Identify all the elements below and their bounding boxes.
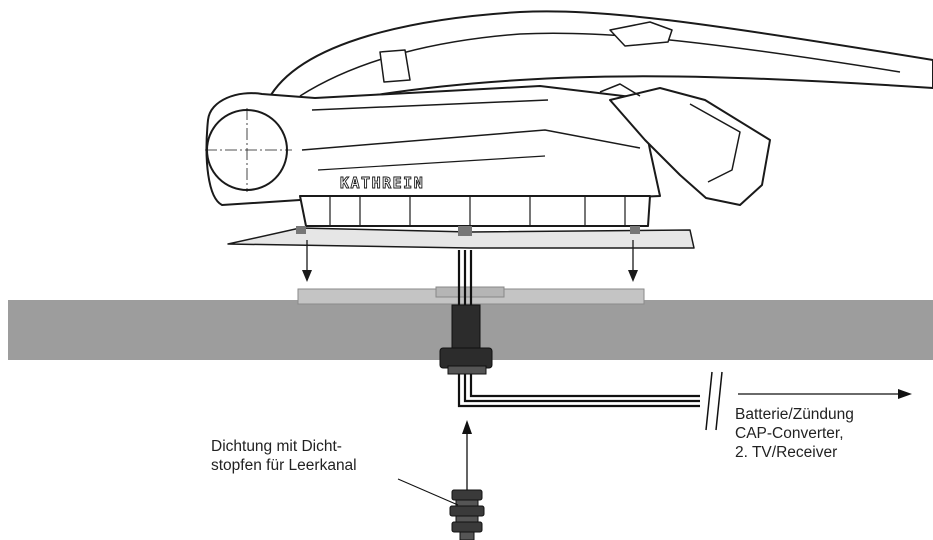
screw-arrow-left: [302, 240, 312, 282]
antenna-base: [299, 195, 651, 227]
lnb: [609, 87, 771, 206]
up-arrow: [462, 420, 472, 490]
brand-logo: KATHREIN: [340, 174, 424, 192]
reflector-arm: [267, 10, 933, 115]
seal-label-line1: Dichtung mit Dicht-: [211, 438, 342, 455]
seal-label: Dichtung mit Dicht- stopfen für Leerkana…: [211, 437, 357, 475]
screw-arrow-right: [628, 240, 638, 282]
destination-label: Batterie/Zündung CAP-Converter, 2. TV/Re…: [735, 405, 854, 462]
cable-break-marks: [705, 371, 723, 431]
satellite-antenna: [205, 10, 933, 249]
destination-label-line1: Batterie/Zündung: [735, 406, 854, 423]
destination-label-line2: CAP-Converter,: [735, 425, 844, 442]
seal-leader-line: [397, 478, 459, 506]
cable-grommet: [439, 304, 493, 375]
seal-plug: [449, 489, 485, 540]
destination-label-line3: 2. TV/Receiver: [735, 444, 838, 461]
antenna-body: [205, 85, 661, 206]
destination-arrow: [738, 389, 912, 399]
seal-label-line2: stopfen für Leerkanal: [211, 457, 357, 474]
